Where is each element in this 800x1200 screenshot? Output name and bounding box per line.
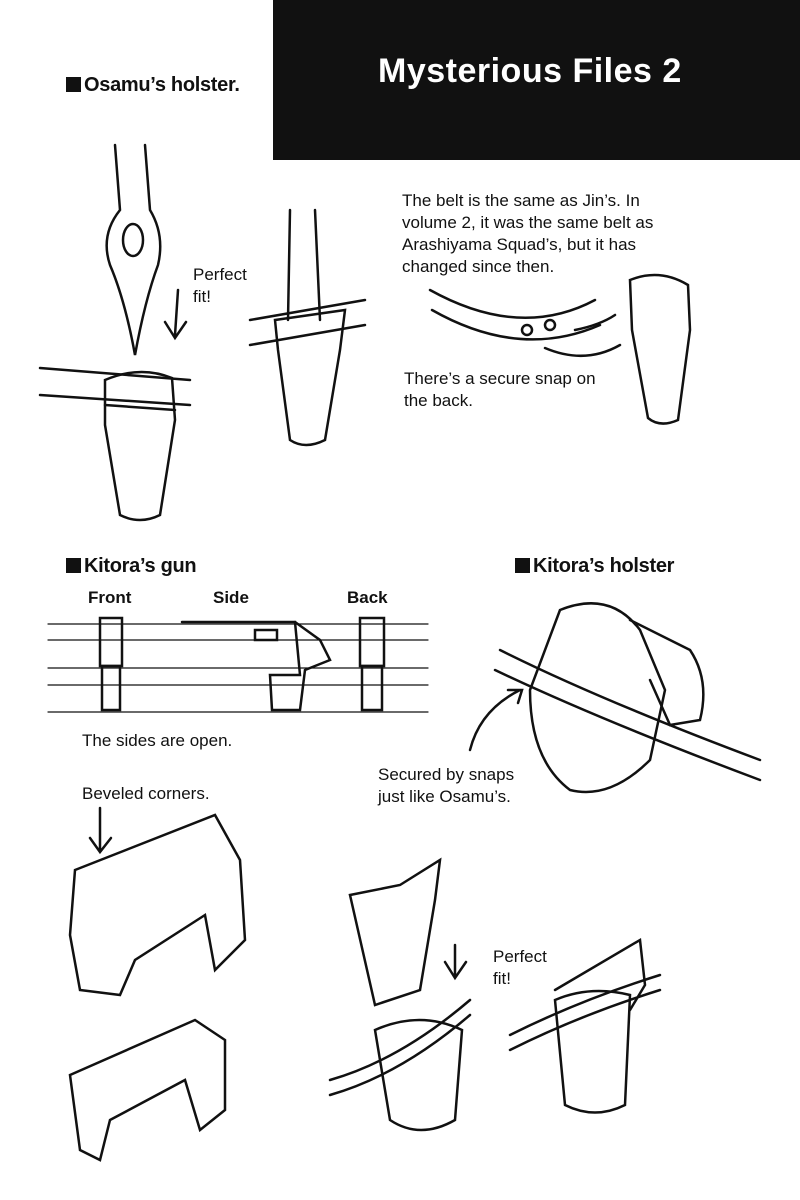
- view-label-front: Front: [88, 588, 132, 607]
- kitora-holster-sketch: [468, 602, 762, 794]
- title-banner: Mysterious Files 2: [273, 0, 800, 160]
- heading-text: Kitora’s gun: [84, 555, 197, 577]
- section-heading-kitora-holster: Kitora’s holster: [515, 555, 674, 578]
- gun-side-view: [180, 620, 332, 712]
- heading-text: Osamu’s holster.: [84, 74, 240, 96]
- kitora-gun-angled-sketch: [68, 813, 247, 1162]
- secured-note: Secured by snaps just like Osamu’s.: [378, 765, 515, 806]
- down-arrow: [163, 288, 188, 341]
- view-label-back: Back: [347, 588, 388, 607]
- perfect-fit-note-2: Perfect fit!: [493, 947, 547, 988]
- sides-open-note: The sides are open.: [82, 731, 233, 750]
- gun-back-view: [358, 616, 386, 712]
- beveled-note: Beveled corners.: [82, 784, 210, 803]
- snap-note: There’s a secure snap on the back.: [404, 369, 596, 410]
- page-title: Mysterious Files 2: [378, 52, 682, 90]
- osamu-holster-sketch: [38, 366, 192, 522]
- osamu-trigger-sketch: [105, 143, 162, 356]
- view-label-side: Side: [213, 588, 249, 607]
- heading-text: Kitora’s holster: [533, 555, 675, 577]
- belt-note: The belt is the same as Jin’s. In volume…: [402, 191, 654, 276]
- section-heading-kitora-gun: Kitora’s gun: [66, 555, 197, 578]
- gun-view-lines: [47, 623, 429, 713]
- gun-front-view: [98, 616, 124, 712]
- kitora-gun-into-holster-sketch: [328, 857, 472, 1132]
- section-heading-osamu-holster: Osamu’s holster.: [66, 74, 240, 97]
- osamu-holster-fitted-sketch: [248, 208, 367, 447]
- belt-snap-sketch: [428, 273, 692, 425]
- kitora-gun-fitted-sketch: [508, 937, 662, 1114]
- perfect-fit-note: Perfect fit!: [193, 265, 247, 306]
- down-arrow-2: [88, 806, 113, 855]
